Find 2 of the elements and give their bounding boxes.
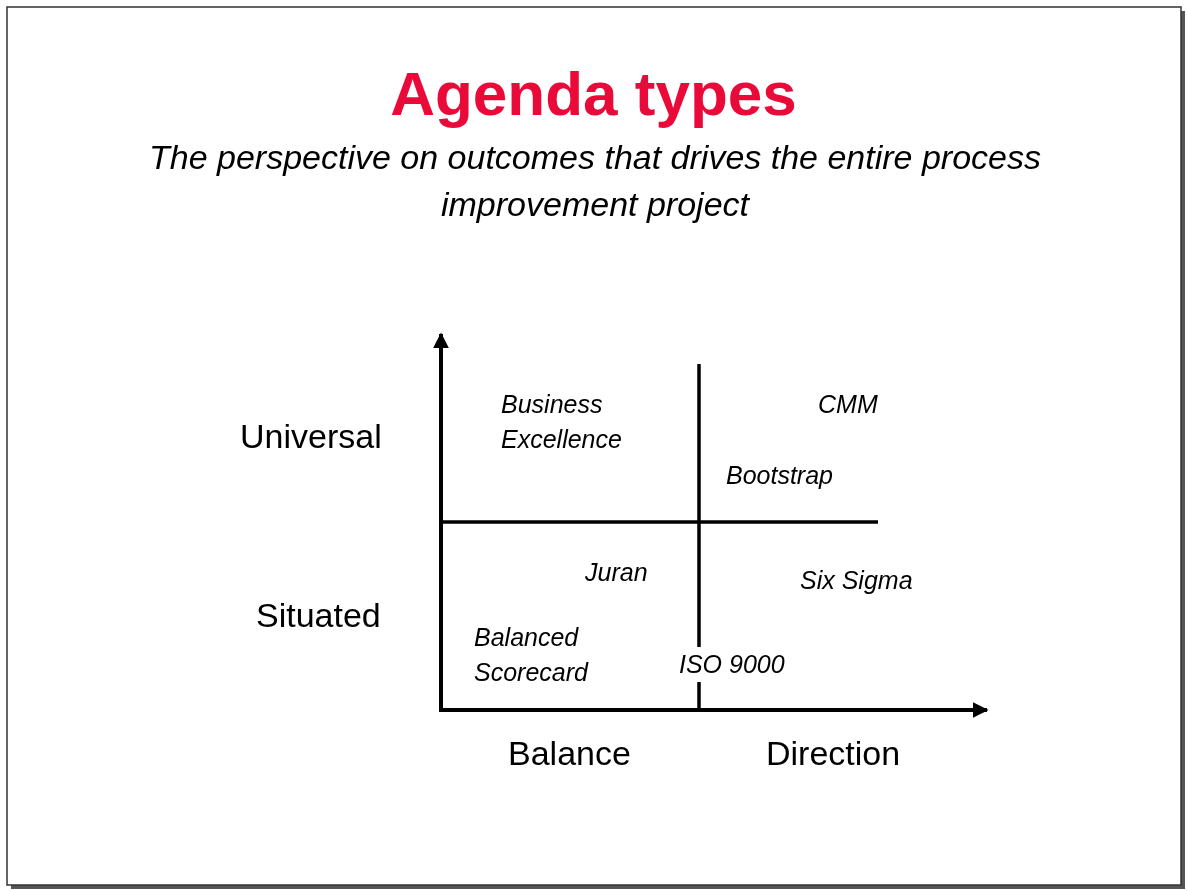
slide-title: Agenda types <box>389 58 798 130</box>
quadrant-item: ISO 9000 <box>679 647 785 682</box>
